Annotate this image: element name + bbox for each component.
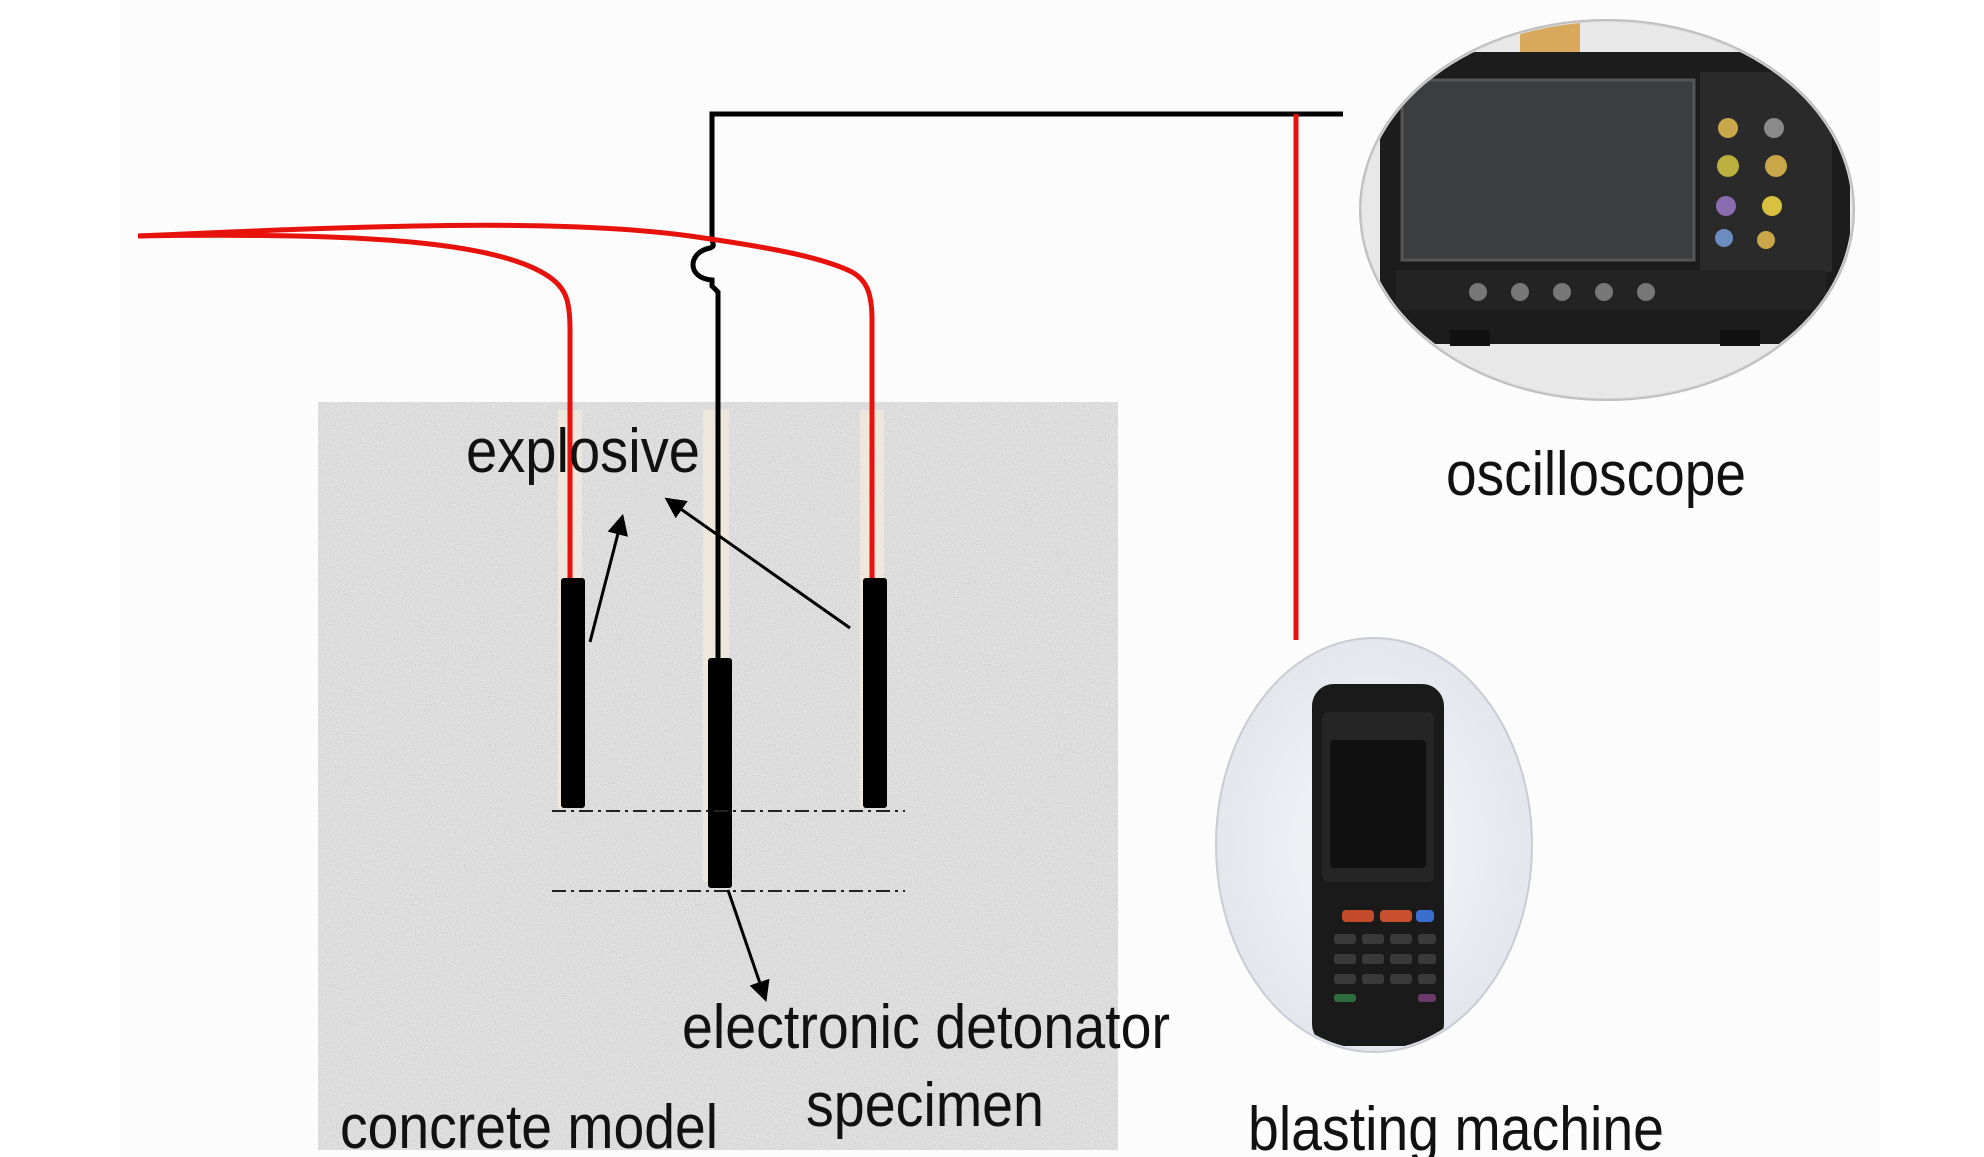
label-explosive: explosive <box>466 417 700 486</box>
label-specimen: specimen <box>806 1071 1044 1140</box>
handheld-blasting-machine-icon <box>1215 637 1533 1053</box>
label-blasting-machine: blasting machine <box>1248 1095 1664 1157</box>
label-concrete-model: concrete model <box>340 1093 718 1157</box>
label-oscilloscope: oscilloscope <box>1446 440 1746 509</box>
arrow-explosive-right <box>664 497 851 630</box>
arrow-explosive-left <box>588 513 628 643</box>
label-electronic-detonator: electronic detonator <box>682 993 1170 1062</box>
oscilloscope-icon <box>1359 19 1855 401</box>
arrow-electronic-detonator <box>726 889 770 1002</box>
red-wire-right <box>137 222 875 580</box>
explosive-charge-left <box>561 578 585 808</box>
explosive-charge-right <box>863 578 887 808</box>
red-wire-left <box>137 232 573 580</box>
electronic-detonator-charge <box>708 658 732 888</box>
